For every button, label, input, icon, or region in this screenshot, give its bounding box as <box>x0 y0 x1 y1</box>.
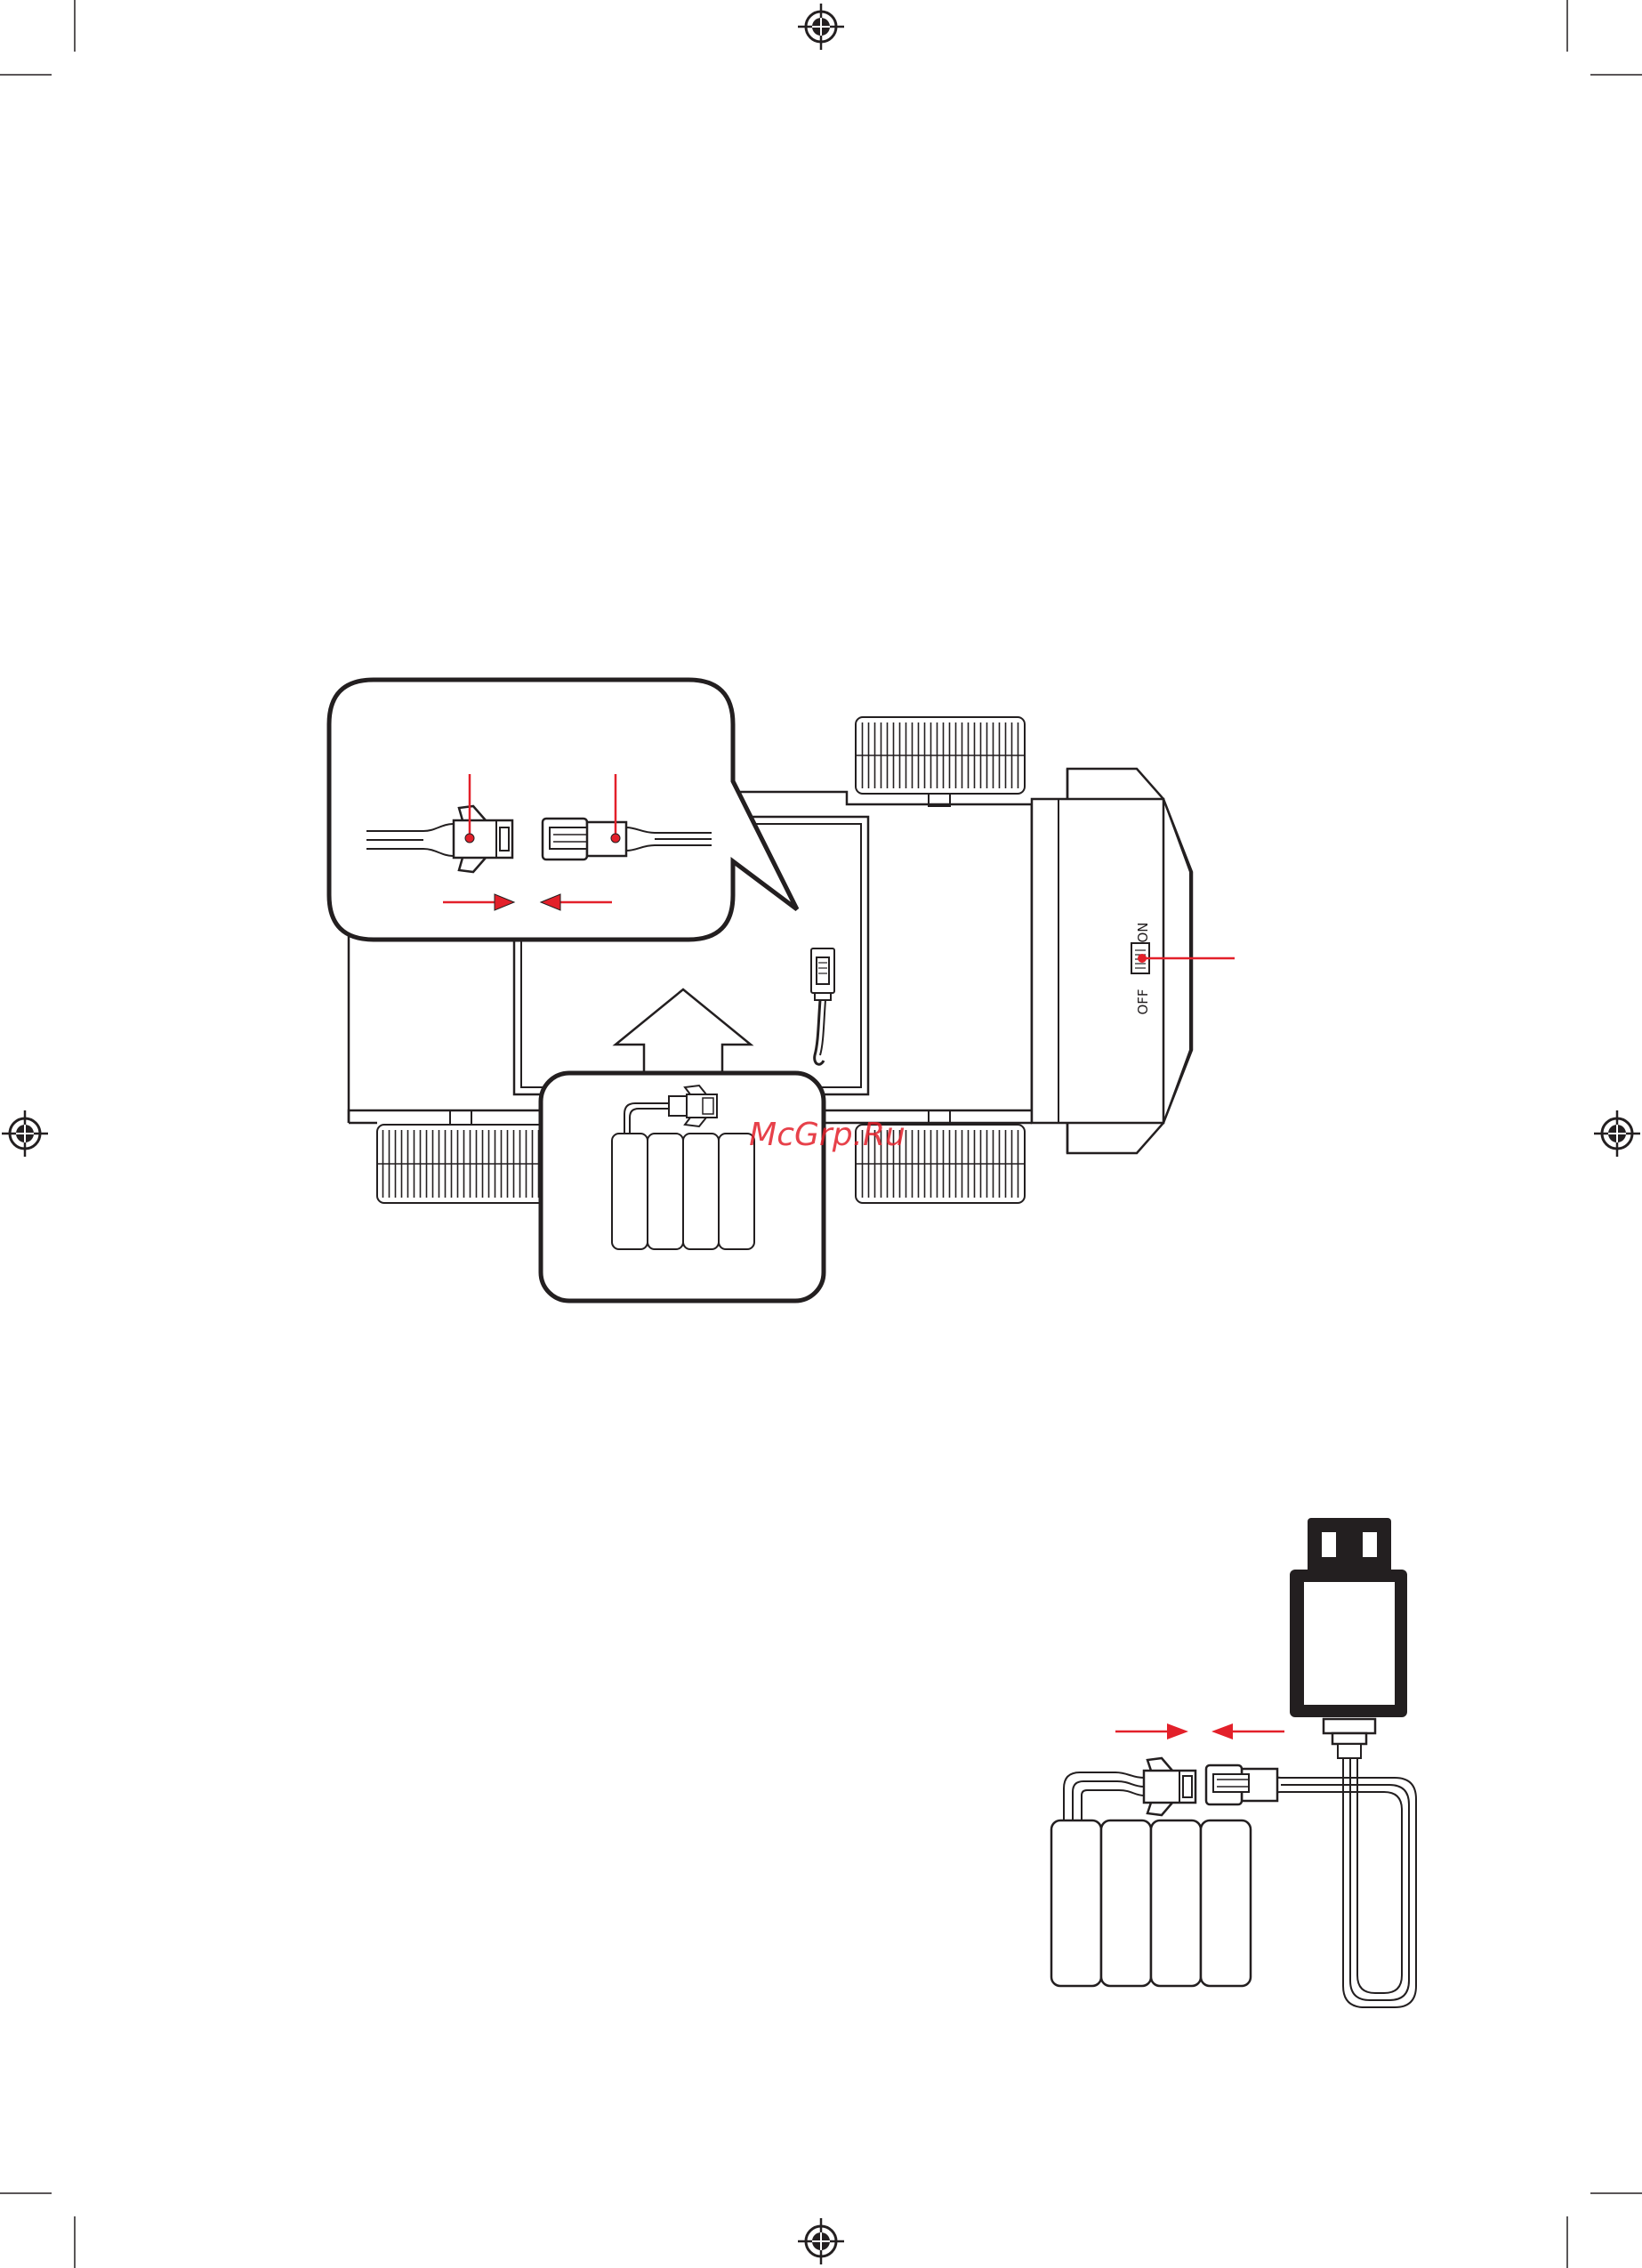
front-bumper <box>1032 769 1192 1153</box>
vehicle-diagram: ON OFF <box>329 680 1235 1301</box>
registration-mark-left <box>2 1110 48 1157</box>
watermark-text: McGrp.Ru <box>749 1117 906 1153</box>
charger-cable <box>1281 1758 1416 2007</box>
wheel-front-top <box>856 717 1025 806</box>
wheel-rear-bottom <box>377 1110 551 1203</box>
insert-arrow-icon <box>616 989 751 1073</box>
charge-arrow-left-icon <box>1211 1723 1284 1739</box>
switch-off-label: OFF <box>1135 989 1151 1014</box>
usb-plug-icon <box>1290 1518 1407 1758</box>
battery-connector <box>1064 1758 1195 1820</box>
registration-mark-top <box>798 4 844 50</box>
switch-on-label: ON <box>1135 922 1151 942</box>
charger-connector <box>1206 1765 1281 1804</box>
battery-pack-large-icon <box>1051 1820 1251 1986</box>
connector-callout <box>329 680 797 940</box>
usb-charger-diagram <box>1051 1518 1416 2007</box>
registration-mark-bottom <box>798 2218 844 2264</box>
compartment-connector <box>811 948 834 1064</box>
registration-mark-right <box>1594 1110 1640 1157</box>
charge-arrow-right-icon <box>1115 1723 1188 1739</box>
battery-callout <box>541 1073 824 1301</box>
